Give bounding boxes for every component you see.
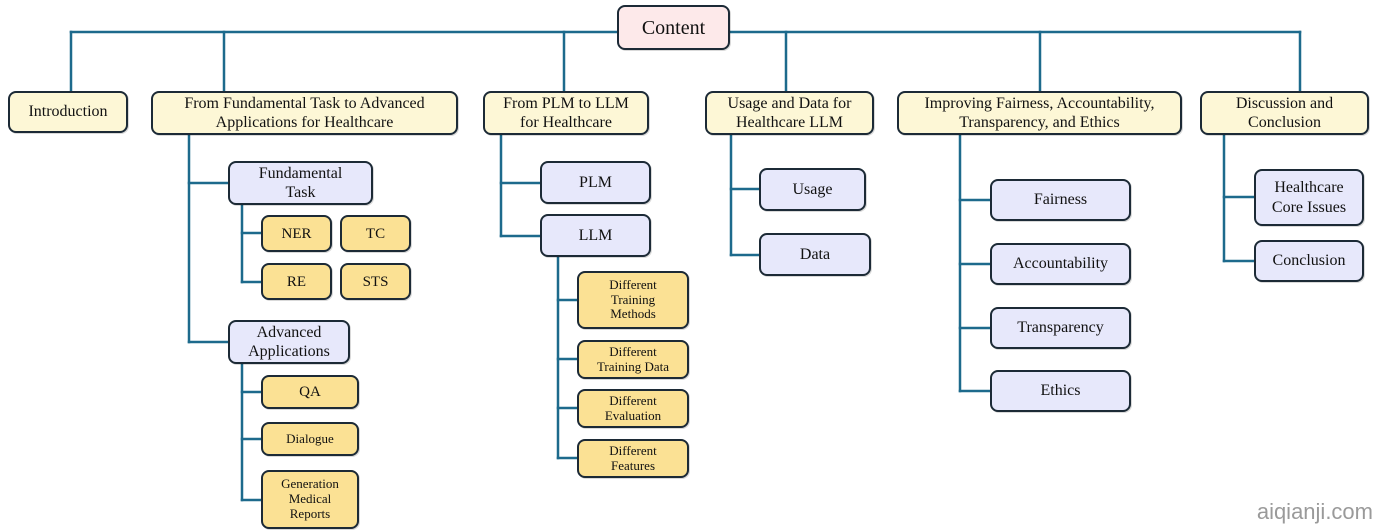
leaf-dialogue[interactable]: Dialogue: [261, 422, 359, 456]
leaf-different-features[interactable]: Different Features: [577, 439, 689, 478]
subsection-usage[interactable]: Usage: [759, 168, 866, 211]
section-plm-to-llm[interactable]: From PLM to LLM for Healthcare: [483, 91, 649, 135]
subsection-plm[interactable]: PLM: [540, 161, 651, 204]
leaf-generation-medical-reports[interactable]: Generation Medical Reports: [261, 470, 359, 529]
section-introduction[interactable]: Introduction: [8, 91, 128, 133]
subsection-advanced-applications[interactable]: Advanced Applications: [228, 320, 350, 364]
subsection-data[interactable]: Data: [759, 233, 871, 276]
subsection-accountability[interactable]: Accountability: [990, 243, 1131, 285]
subsection-transparency[interactable]: Transparency: [990, 307, 1131, 349]
section-usage-and-data[interactable]: Usage and Data for Healthcare LLM: [705, 91, 874, 135]
leaf-tc[interactable]: TC: [340, 215, 411, 252]
subsection-fairness[interactable]: Fairness: [990, 179, 1131, 221]
leaf-different-training-methods[interactable]: Different Training Methods: [577, 271, 689, 329]
subsection-llm[interactable]: LLM: [540, 214, 651, 257]
leaf-ner[interactable]: NER: [261, 215, 332, 252]
subsection-healthcare-core-issues[interactable]: Healthcare Core Issues: [1254, 169, 1364, 226]
root-node-content[interactable]: Content: [617, 5, 730, 50]
leaf-different-training-data[interactable]: Different Training Data: [577, 340, 689, 379]
subsection-conclusion[interactable]: Conclusion: [1254, 240, 1364, 282]
subsection-fundamental-task[interactable]: Fundamental Task: [228, 161, 373, 205]
subsection-ethics[interactable]: Ethics: [990, 370, 1131, 412]
leaf-different-evaluation[interactable]: Different Evaluation: [577, 389, 689, 428]
section-fundamental-to-advanced[interactable]: From Fundamental Task to Advanced Applic…: [151, 91, 458, 135]
leaf-sts[interactable]: STS: [340, 263, 411, 300]
leaf-qa[interactable]: QA: [261, 375, 359, 409]
watermark: aiqianji.com: [1256, 499, 1373, 524]
leaf-re[interactable]: RE: [261, 263, 332, 300]
section-fairness-accountability[interactable]: Improving Fairness, Accountability, Tran…: [897, 91, 1182, 135]
section-discussion-conclusion[interactable]: Discussion and Conclusion: [1200, 91, 1369, 135]
